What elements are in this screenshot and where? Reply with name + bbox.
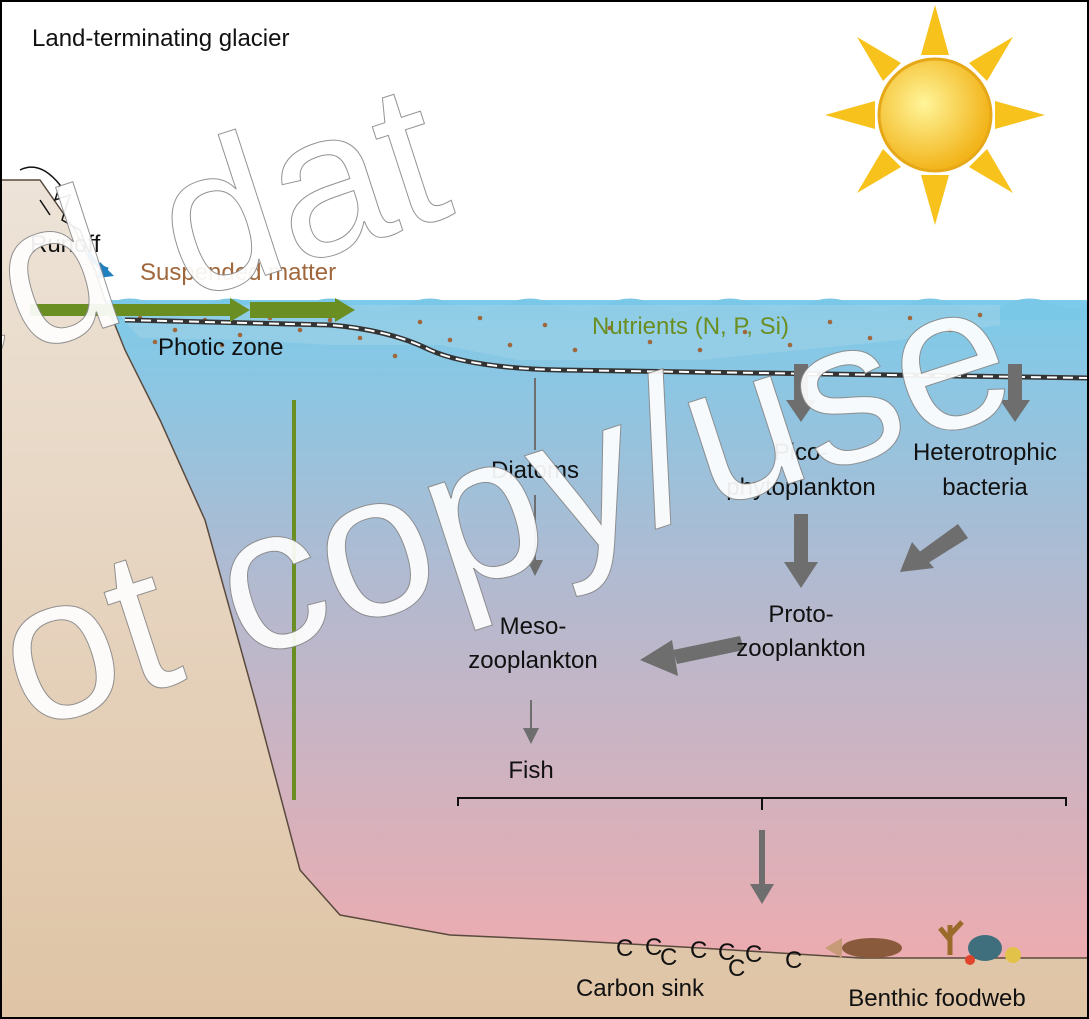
proto-label-line2: zooplankton <box>736 635 865 662</box>
fish-label: Fish <box>508 757 553 784</box>
svg-text:C: C <box>745 941 762 968</box>
meso-label-line2: zooplankton <box>468 647 597 674</box>
svg-text:C: C <box>690 937 707 964</box>
svg-text:C: C <box>616 935 633 962</box>
proto-label-line1: Proto- <box>768 601 833 628</box>
title-label: Land-terminating glacier <box>32 25 289 52</box>
svg-text:C: C <box>728 955 745 982</box>
benthic-foodweb-label: Benthic foodweb <box>848 985 1025 1012</box>
svg-text:C: C <box>660 944 677 971</box>
svg-text:C: C <box>785 947 802 974</box>
carbon-sink-label: Carbon sink <box>576 975 705 1002</box>
sun-icon <box>825 5 1045 225</box>
hetero-label-line2: bacteria <box>942 474 1028 501</box>
